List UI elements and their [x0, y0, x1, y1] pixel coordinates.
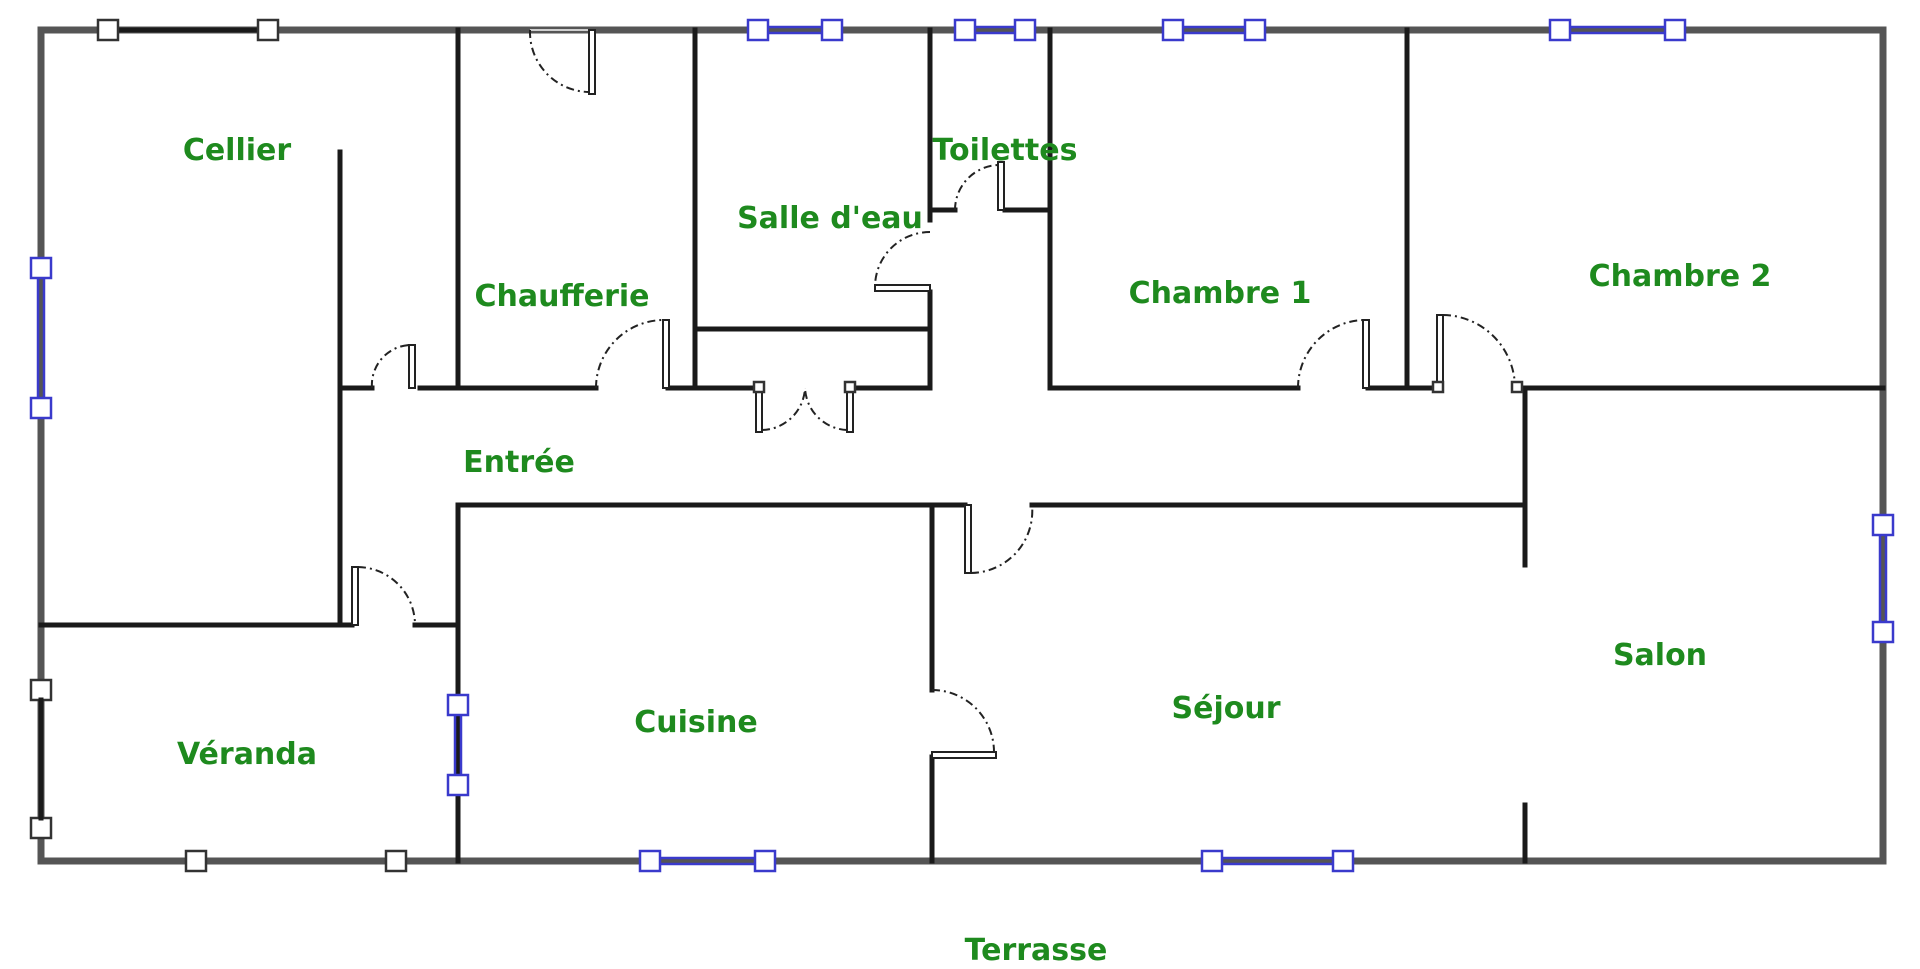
label-salon: Salon — [1613, 638, 1707, 673]
label-cuisine: Cuisine — [634, 705, 758, 740]
window-chambre1-top — [1161, 18, 1267, 42]
window-frame — [96, 18, 120, 42]
window-veranda-left — [29, 678, 53, 840]
label-chaufferie: Chaufferie — [474, 279, 649, 314]
window-salle-top — [746, 18, 844, 42]
door-salle-double — [752, 380, 857, 433]
label-toilettes: Toilettes — [933, 133, 1078, 168]
label-terrasse: Terrasse — [965, 933, 1108, 968]
label-entree: Entrée — [463, 445, 575, 480]
label-veranda: Véranda — [177, 737, 317, 772]
door-sejour — [964, 504, 1034, 574]
door-salle-side — [874, 231, 931, 292]
door-chambre2 — [1431, 314, 1524, 394]
label-cellier: Cellier — [183, 133, 292, 168]
window-frame — [256, 18, 280, 42]
window-cellier-left — [29, 256, 53, 420]
window-toilettes-top — [953, 18, 1037, 42]
door-cellier — [370, 344, 416, 389]
window-chambre2-top — [1548, 18, 1687, 42]
door-chaufferie-top — [528, 29, 596, 95]
window-cuisine-bottom — [638, 849, 777, 873]
interior-walls — [38, 27, 1886, 864]
window-sejour-bottom — [1200, 849, 1355, 873]
label-chambre2: Chambre 2 — [1589, 259, 1772, 294]
label-chambre1: Chambre 1 — [1129, 276, 1312, 311]
doors — [351, 29, 1524, 759]
windows — [29, 18, 1895, 873]
door-cuisine-sejour — [931, 689, 997, 759]
window-salon-right — [1871, 513, 1895, 644]
door-chaufferie — [595, 319, 670, 389]
door-veranda — [351, 566, 416, 626]
window-cellier-top — [96, 18, 280, 42]
label-salle-eau: Salle d'eau — [737, 201, 923, 236]
door-toilettes — [953, 161, 1005, 211]
window-veranda-bottom — [184, 849, 408, 873]
label-sejour: Séjour — [1172, 691, 1281, 726]
door-chambre1 — [1296, 319, 1370, 389]
room-labels: Cellier Chaufferie Salle d'eau Toilettes… — [177, 133, 1771, 968]
window-veranda-cuisine — [446, 693, 470, 797]
